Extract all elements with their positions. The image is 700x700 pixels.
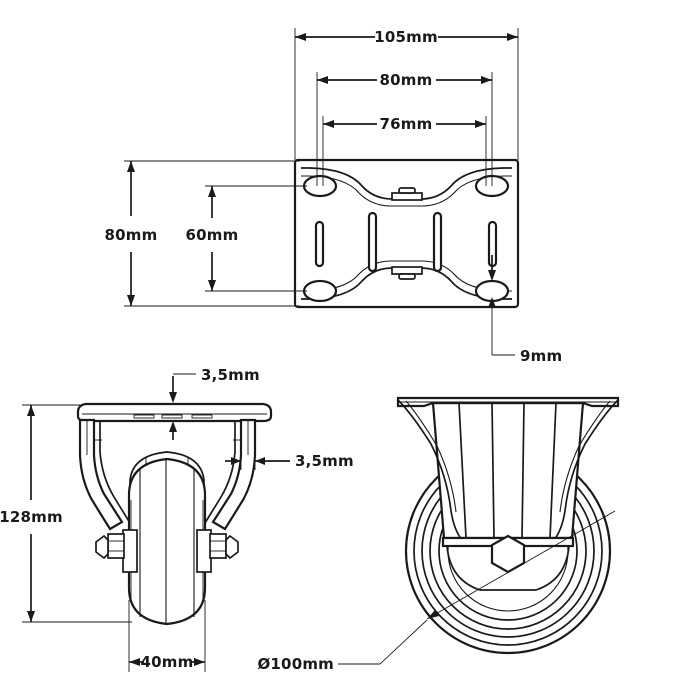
dimension-bolt-spacing-inner: 76mm [322,115,487,186]
fork-leg-left [78,418,124,531]
dimension-wheel-width: 40mm [128,600,206,672]
arrow-9mm-down [488,270,496,281]
side-view [396,396,620,655]
bracket-rib-1 [458,402,467,539]
mounting-hole-bottom-left [302,279,338,303]
arrow-wheel-diameter [427,610,439,619]
dimension-fork-thickness: 3,5mm [225,444,354,470]
dimension-label-bolt-spacing-outer: 80mm [380,71,433,89]
plate-top-tab [391,187,423,201]
axle-nut-body-left [107,533,125,559]
axle-hex-nut-side [490,534,526,574]
plate-bottom-tab [391,266,423,280]
top-plate-view [293,158,520,309]
dimension-label-plate-width: 105mm [374,28,438,46]
bracket-rib-4 [549,402,557,539]
axle-bolt-right [196,529,239,573]
arrow-128-bottom [27,611,35,622]
arrow-fork-in-left [231,457,241,465]
leader-wheel-diameter [426,510,616,620]
plate-slot-1 [314,220,325,268]
plate-slot-3 [432,211,443,273]
leader-d100-diagonal [379,619,428,665]
plate-slot-mark-3 [191,414,213,419]
plate-bottom-contour-offset [301,260,512,292]
arrow-80h-right [481,76,492,84]
plate-outline [293,158,520,309]
bracket-top-plate [76,402,273,423]
tab-body-bottom [391,266,423,275]
arrow-105-left [295,33,306,41]
dimension-label-wheel-diameter: Ø100mm [257,655,334,673]
tab-cap-bottom [398,273,416,280]
arrow-fork-in-right [255,457,265,465]
fork-right-inner-edge [204,421,236,524]
dimension-label-plate-depth: 80mm [105,226,158,244]
dimension-plate-thickness: 3,5mm [169,366,260,440]
mounting-hole-top-left [302,174,338,198]
bracket-saddle-curve [446,545,570,591]
arrow-80v-bottom [127,295,135,306]
arrow-105-right [507,33,518,41]
axle-washer-right [196,529,212,573]
bracket-flank-left-inner [405,400,457,513]
fork-leg-right [211,418,257,531]
plate-slot-mark-2 [161,414,183,419]
tab-cap [398,187,416,194]
arrow-80v-top [127,161,135,172]
fork-left-inner-edge [99,421,131,524]
dimension-label-bolt-spacing-inner: 76mm [380,115,433,133]
dimension-plate-depth: 80mm [105,160,300,307]
arrow-60-top [208,186,216,197]
bracket-flank-right-inner [559,400,611,513]
axle-washer-left [122,529,138,573]
arrow-60-bottom [208,280,216,291]
dimension-label-fork-thickness: 3,5mm [295,452,354,470]
axle-bolt-left [95,529,138,573]
axle-nut-body-right [209,533,227,559]
arrow-9mm-up [488,297,496,308]
arrow-76-left [323,120,334,128]
bracket-rib-2 [491,402,495,539]
dimension-wheel-diameter: Ø100mm [257,619,428,673]
front-view [76,402,273,626]
plate-slot-2 [367,211,378,273]
bracket-flank-left [397,399,463,541]
axle-hex-right [225,534,239,560]
arrow-76-right [475,120,486,128]
dimension-bolt-spacing-outer: 80mm [316,71,493,186]
dimension-label-overall-height: 128mm [0,508,63,526]
dimension-bolt-spacing-depth: 60mm [186,185,307,292]
arrow-35-up [169,421,177,432]
bracket-rib-3 [521,402,525,539]
dimension-plate-width: 105mm [294,28,519,160]
dimension-label-plate-thickness: 3,5mm [201,366,260,384]
tab-body [391,192,423,201]
axle-hex-left [95,534,109,560]
dimension-label-wheel-width: 40mm [141,653,194,671]
plate-top-contour-offset [301,175,512,207]
arrow-35-down [169,392,177,403]
arrow-40-left [129,658,140,666]
arrow-128-top [27,405,35,416]
wheel-front-body [127,457,207,626]
arrow-40-right [194,658,205,666]
dimension-bolt-hole-diameter: 9mm [488,255,562,365]
bracket-side-body [431,401,585,540]
arrow-80h-left [317,76,328,84]
bracket-flank-right [553,399,619,541]
plate-slot-mark-1 [133,414,155,419]
dimension-label-bolt-hole-diameter: 9mm [520,347,562,365]
dimension-overall-height: 128mm [0,404,132,623]
dimension-label-bolt-spacing-depth: 60mm [186,226,239,244]
